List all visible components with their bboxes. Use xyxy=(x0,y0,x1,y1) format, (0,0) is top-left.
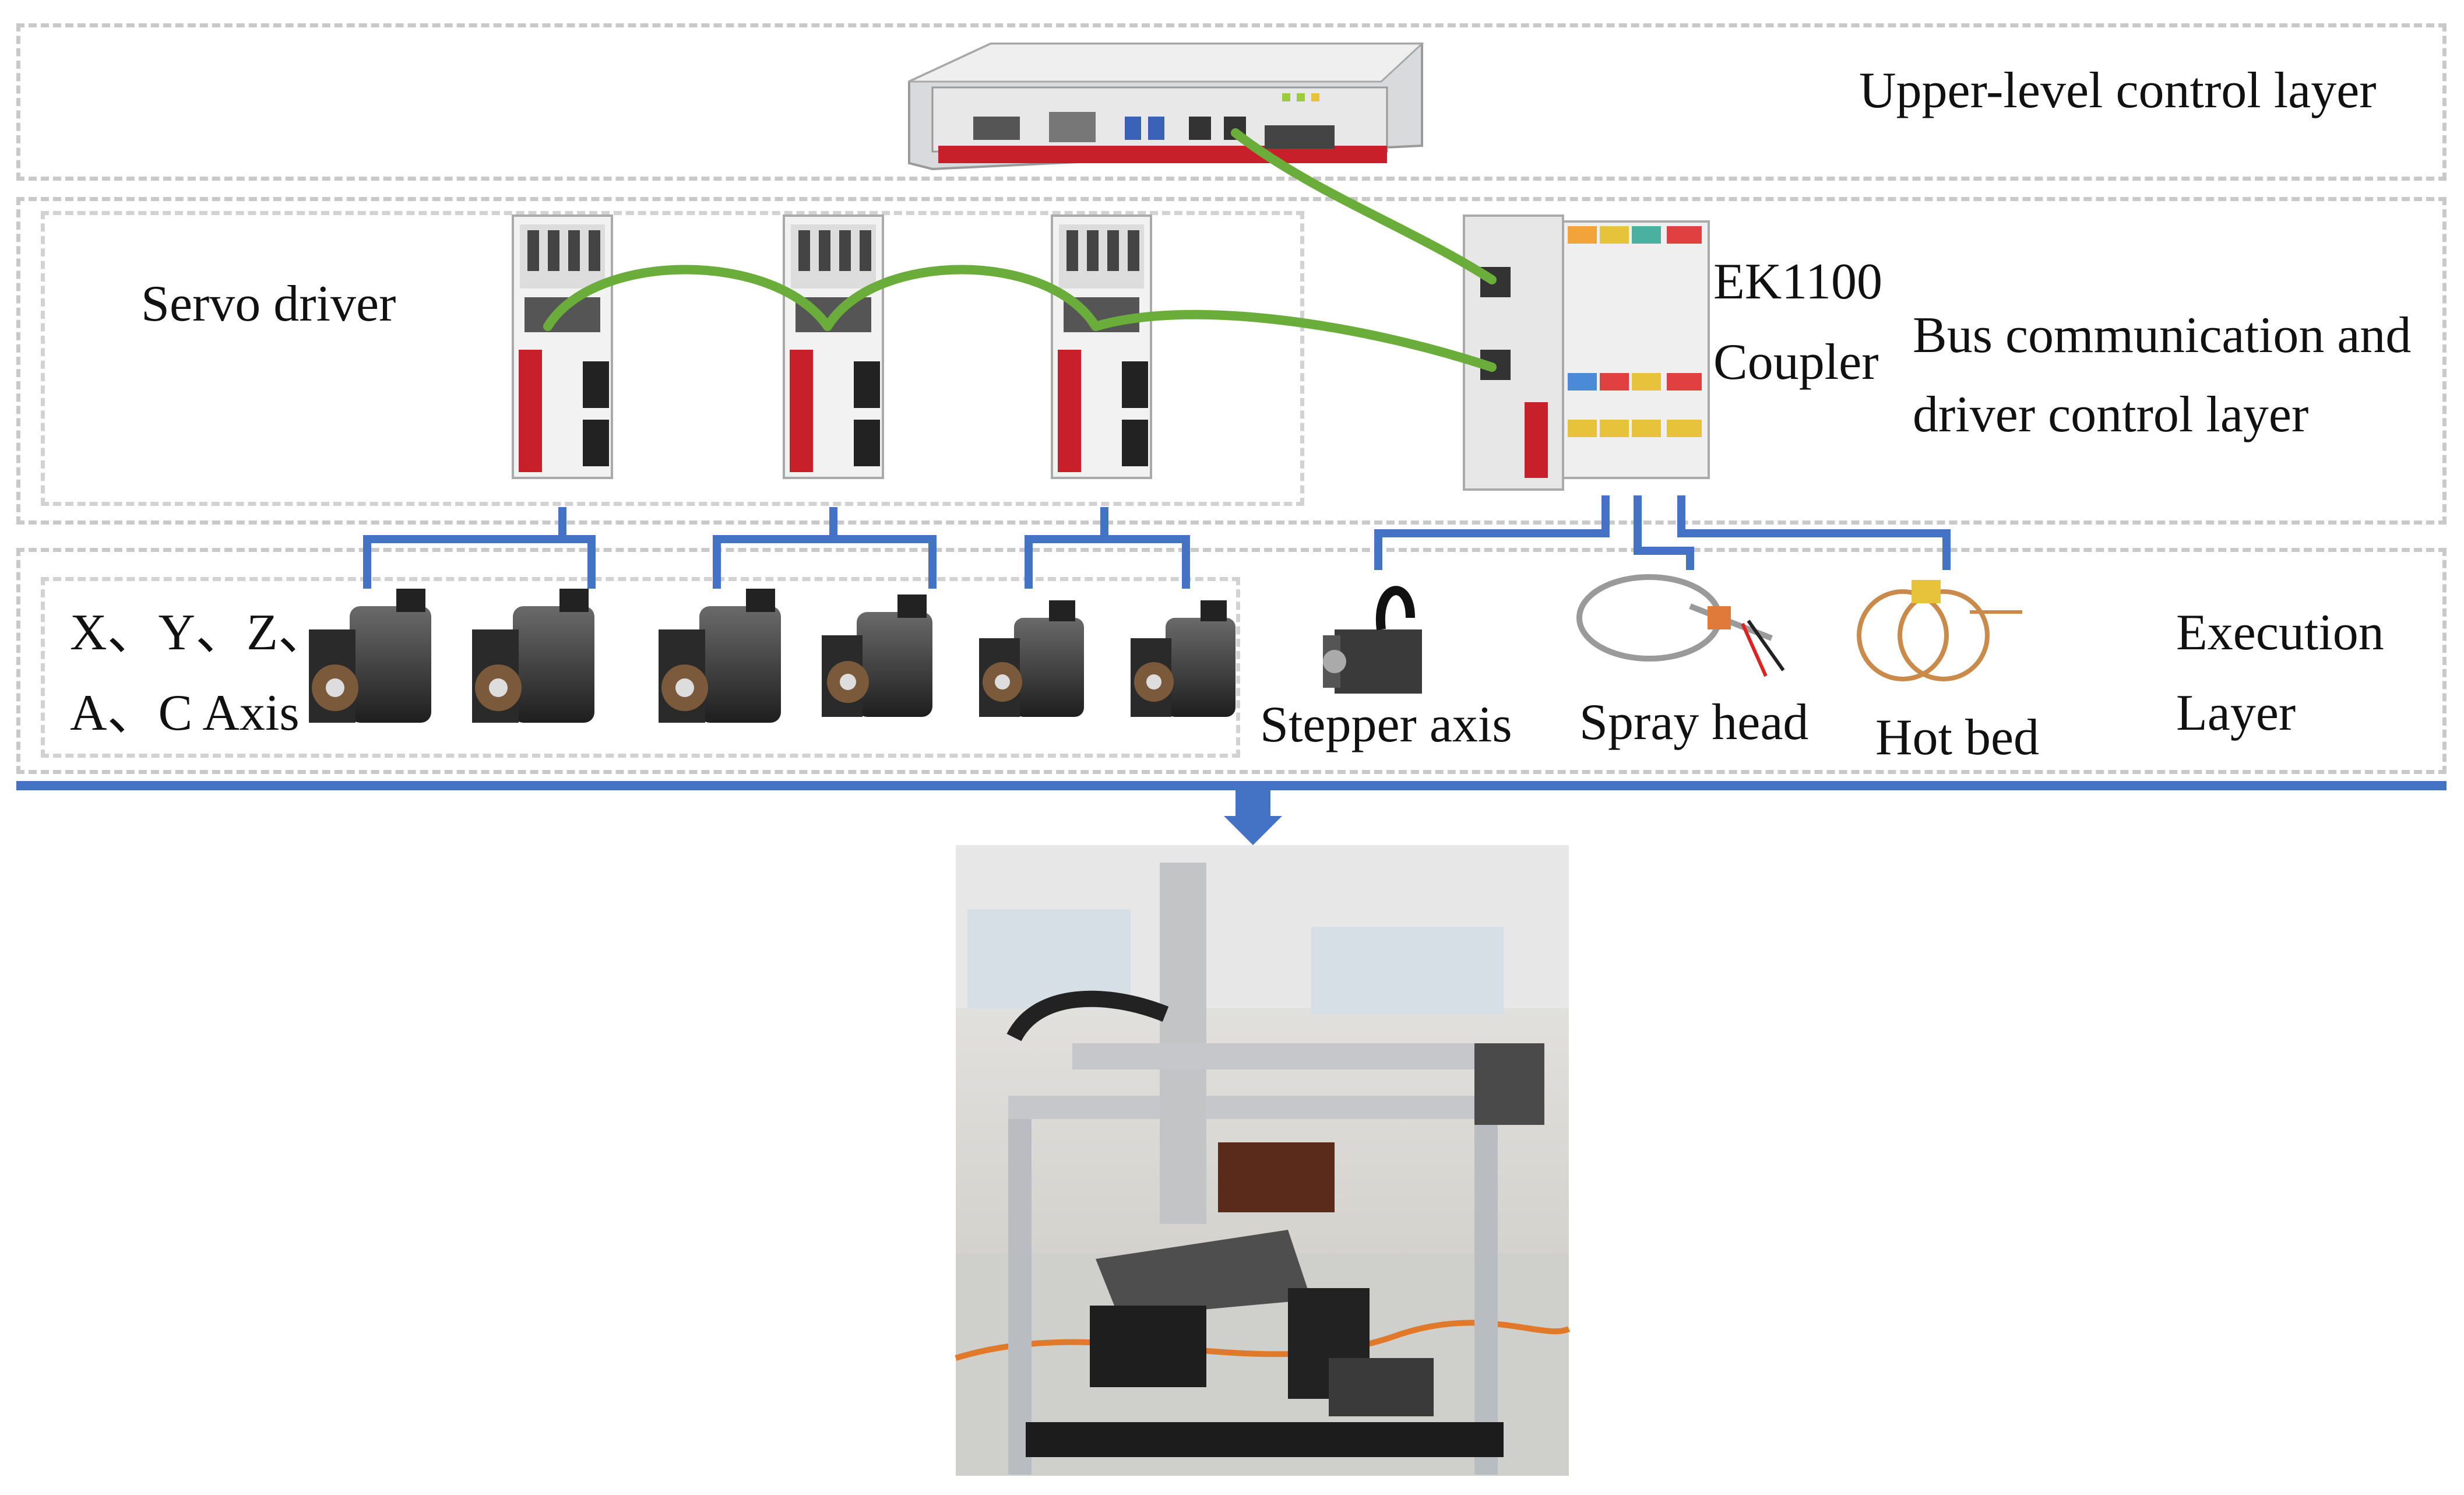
servo-drive-2 xyxy=(783,214,884,479)
coupler-label: Coupler xyxy=(1713,334,1879,391)
execution-bus-bar xyxy=(16,781,2447,790)
thermocouple-icon xyxy=(1857,580,2022,681)
servo-motor-6 xyxy=(1131,600,1235,717)
hot-bed-label: Hot bed xyxy=(1875,709,2040,766)
execution-layer-box xyxy=(16,548,2447,774)
servo-motor-3 xyxy=(659,589,781,723)
ek1100-label: EK1100 xyxy=(1713,254,1883,310)
spray-head-label: Spray head xyxy=(1579,694,1809,751)
axes-label-line2: A、C Axis xyxy=(70,685,300,741)
execution-layer-label-line1: Execution xyxy=(2176,604,2384,661)
printer-photo-icon xyxy=(955,845,1571,1476)
servo-motor-4 xyxy=(822,595,932,717)
down-arrow-icon xyxy=(1224,790,1282,845)
servo-motor-1 xyxy=(309,589,431,723)
bus-layer-label-line2: driver control layer xyxy=(1913,386,2309,443)
servo-group-box xyxy=(41,211,1304,506)
servo-motor-2 xyxy=(472,589,594,723)
servo-drive-3 xyxy=(1051,214,1152,479)
axes-label-line1: X、Y、Z、 xyxy=(70,604,329,661)
bus-layer-box xyxy=(16,197,2447,525)
servo-driver-label: Servo driver xyxy=(141,276,396,332)
execution-layer-label-line2: Layer xyxy=(2176,685,2296,741)
upper-layer-label: Upper-level control layer xyxy=(1859,62,2377,119)
motor-group-box xyxy=(41,577,1240,758)
connector-brackets xyxy=(363,495,1951,589)
stepper-motor-icon xyxy=(1323,586,1422,694)
ek1100-coupler-icon xyxy=(1463,214,1710,491)
servo-motor-5 xyxy=(979,600,1084,717)
upper-layer-box xyxy=(16,23,2447,181)
servo-drive-1 xyxy=(512,214,613,479)
ethercat-cables xyxy=(543,128,1497,372)
spray-head-sensor-icon xyxy=(1576,574,1785,677)
bus-layer-label-line1: Bus communication and xyxy=(1913,307,2412,364)
industrial-pc-icon xyxy=(908,43,1424,171)
stepper-axis-label: Stepper axis xyxy=(1260,697,1512,753)
